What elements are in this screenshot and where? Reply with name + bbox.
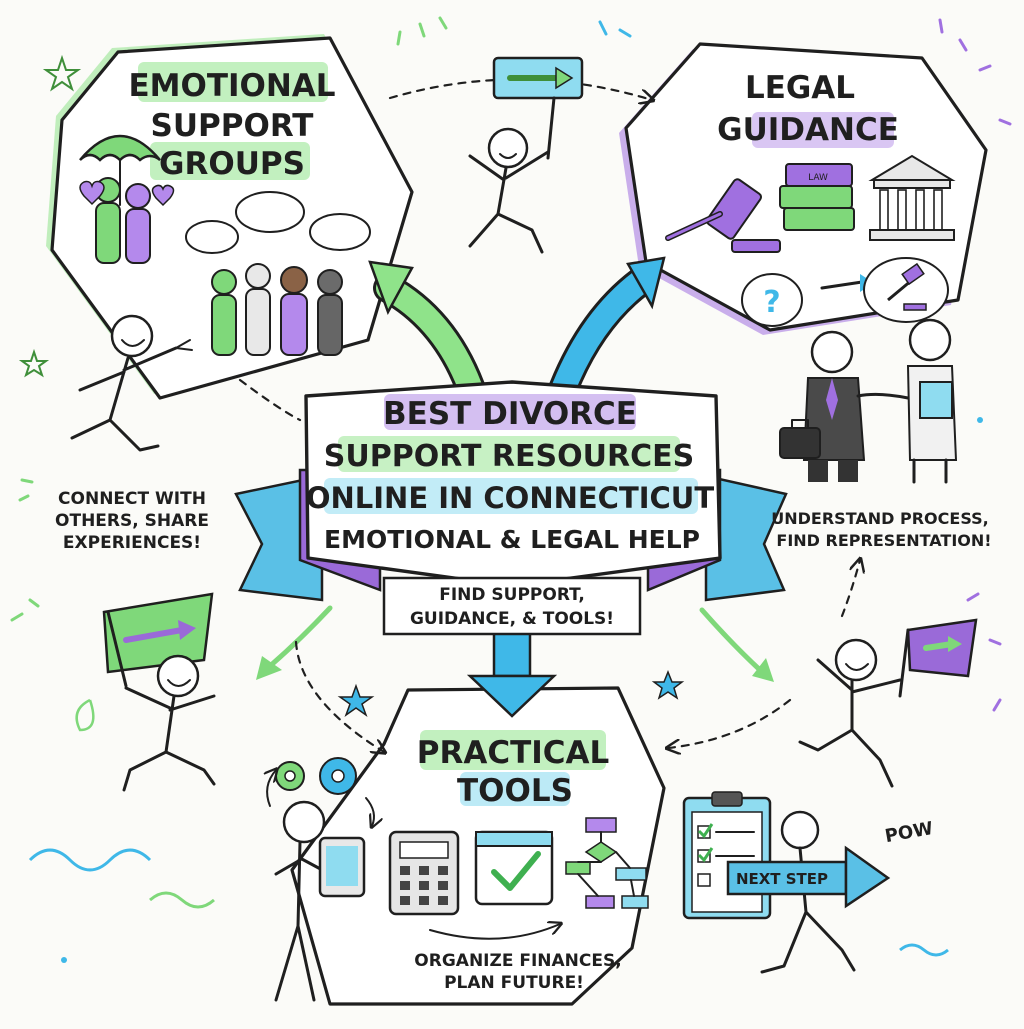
arrow-down-left — [256, 605, 333, 680]
emotional-caption-line3: EXPERIENCES! — [63, 533, 201, 553]
legal-guidance-section: LEGAL GUIDANCE LAW ? — [619, 42, 988, 484]
courthouse-icon — [868, 154, 956, 241]
lawyer-figure — [802, 330, 866, 482]
legal-title-line2: GUIDANCE — [717, 112, 899, 148]
star-icon — [42, 54, 82, 92]
umbrella-icon — [79, 134, 161, 206]
center-title-line2: SUPPORT RESOURCES — [324, 439, 694, 474]
center-tagline-line2: GUIDANCE, & TOOLS! — [410, 609, 614, 629]
briefcase-icon — [779, 419, 821, 459]
practical-caption-line2: PLAN FUTURE! — [444, 973, 584, 993]
star-icon — [337, 683, 375, 717]
speech-bubble-icon — [185, 191, 371, 254]
center-tagline-line1: FIND SUPPORT, — [439, 585, 585, 605]
arrow-down-right — [699, 607, 774, 682]
heart-icon — [151, 184, 175, 207]
emotional-support-section: EMOTIONAL SUPPORT GROUPS — [46, 34, 414, 400]
gavel-icon — [665, 178, 781, 253]
center-title-line3: ONLINE IN CONNECTICUT — [306, 481, 714, 515]
emotional-caption-line1: CONNECT WITH — [58, 489, 206, 509]
calendar-check-icon — [474, 830, 554, 906]
dashed-connector-left — [238, 378, 302, 422]
tablet-icon — [318, 836, 366, 898]
center-title-line1: BEST DIVORCE — [383, 396, 637, 432]
arrow-to-emotional — [368, 260, 487, 407]
flowchart-icon — [565, 817, 649, 909]
legal-caption-line1: UNDERSTAND PROCESS, — [771, 509, 988, 528]
practical-title-line2: TOOLS — [457, 773, 573, 809]
arrow-to-legal — [547, 256, 666, 407]
client-figure — [906, 318, 958, 484]
next-step-arrow: NEXT STEP — [726, 845, 891, 909]
tablet-figure — [274, 800, 366, 1002]
next-step-figure — [760, 810, 856, 974]
clipboard-checklist-icon — [682, 791, 772, 920]
dashed-connector-bottom-left — [294, 640, 384, 752]
practical-tools-section: PRACTICAL TOOLS ORGANIZE FINANCES, PLAN … — [290, 686, 666, 1006]
practical-caption-line1: ORGANIZE FINANCES, — [414, 951, 621, 971]
flag-figure-left — [102, 592, 216, 792]
center-banner: BEST DIVORCE SUPPORT RESOURCES ONLINE IN… — [234, 380, 788, 636]
jumping-figure-with-sign — [468, 56, 584, 254]
gear-icon — [275, 757, 357, 795]
emotional-title-line3: GROUPS — [159, 146, 305, 182]
star-icon — [18, 348, 50, 378]
heart-icon — [79, 180, 105, 206]
practical-title-line1: PRACTICAL — [417, 735, 610, 771]
running-figure-left — [70, 314, 193, 452]
emotional-title-line1: EMOTIONAL — [128, 68, 335, 104]
pow-label: POW — [883, 818, 934, 847]
dashed-connector-bottom-right — [668, 698, 792, 748]
dashed-connector-right — [840, 560, 860, 618]
law-books-icon: LAW — [779, 163, 855, 231]
legal-title-line1: LEGAL — [745, 70, 855, 106]
question-thought-bubble: ? — [741, 273, 803, 327]
emotional-caption-line2: OTHERS, SHARE — [55, 511, 209, 531]
center-subtitle: EMOTIONAL & LEGAL HELP — [324, 525, 700, 554]
decorations — [10, 16, 1012, 963]
support-group-people — [211, 263, 343, 356]
law-book-label: LAW — [808, 173, 828, 183]
hugging-couple-icon — [95, 177, 151, 264]
flag-figure-right — [798, 618, 978, 788]
emotional-title-line2: SUPPORT — [151, 108, 314, 144]
legal-caption-line2: FIND REPRESENTATION! — [776, 531, 991, 550]
star-icon — [651, 669, 685, 700]
calculator-icon — [388, 830, 460, 916]
next-step-label: NEXT STEP — [736, 870, 828, 888]
gavel-thought-bubble — [863, 257, 949, 323]
question-mark: ? — [763, 285, 780, 320]
